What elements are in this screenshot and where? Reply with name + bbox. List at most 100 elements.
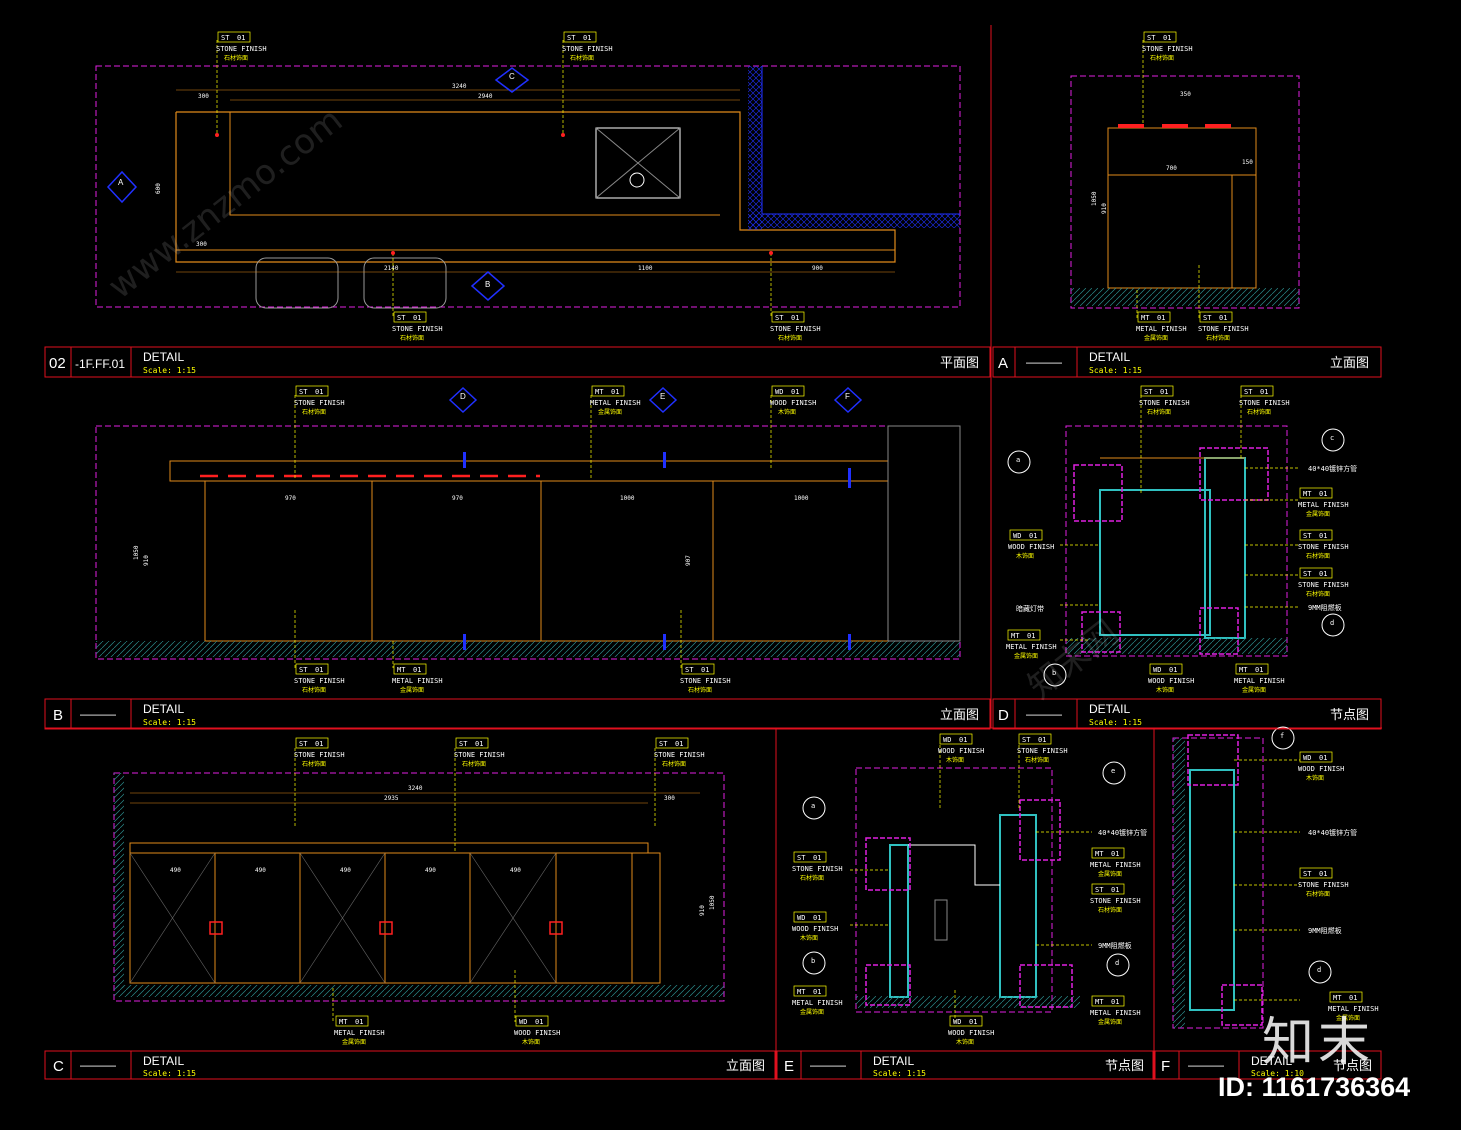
- title-02-code: -1F.FF.01: [75, 357, 125, 371]
- elev-c-dim-c1: 490: [170, 867, 181, 874]
- material-tag-code: MT: [1095, 998, 1104, 1006]
- title-a-scale: Scale: 1:15: [1089, 366, 1142, 375]
- material-tag-code: ST: [797, 854, 806, 862]
- elev-c-dim-1: 3240: [408, 785, 423, 792]
- material-tag-cn: 石材饰面: [400, 334, 424, 342]
- material-tag-num: 01: [413, 666, 421, 674]
- material-tag-en: STONE FINISH: [1090, 897, 1141, 905]
- material-tag-code: MT: [797, 988, 806, 996]
- material-tag-cn: 石材饰面: [1150, 54, 1174, 62]
- material-tag-num: 01: [413, 314, 421, 322]
- material-tag-num: 01: [1349, 994, 1357, 1002]
- node-e-note-tube: 40*40镀锌方管: [1098, 828, 1147, 837]
- material-tag-cn: 木饰面: [946, 756, 964, 764]
- title-a-code: ———: [1026, 355, 1062, 369]
- material-tag-num: 01: [1319, 532, 1327, 540]
- plan-dim-4: 2140: [384, 265, 399, 272]
- title-d-code: ———: [1026, 707, 1062, 721]
- material-tag-code: ST: [659, 740, 668, 748]
- title-e-code: ———: [810, 1058, 846, 1072]
- material-tag-code: WD: [1013, 532, 1021, 540]
- node-d-ref-b: b: [1052, 669, 1056, 677]
- section-dividers: [45, 25, 1382, 1080]
- material-tag-code: MT: [1303, 490, 1312, 498]
- title-d-type: 节点图: [1330, 708, 1369, 723]
- material-tag-cn: 石材饰面: [302, 760, 326, 768]
- material-tag-num: 01: [1160, 388, 1168, 396]
- material-tag-num: 01: [1319, 490, 1327, 498]
- material-tag-en: STONE FINISH: [1239, 399, 1290, 407]
- material-tag-cn: 金属饰面: [1336, 1014, 1360, 1022]
- material-tag-code: ST: [1022, 736, 1031, 744]
- material-tag-num: 01: [611, 388, 619, 396]
- elev-c-dim-c2: 490: [255, 867, 266, 874]
- material-tag-num: 01: [959, 736, 967, 744]
- material-tag-num: 01: [701, 666, 709, 674]
- node-d-note-tube: 40*40镀锌方管: [1308, 464, 1357, 473]
- material-tag-code: WD: [1303, 754, 1311, 762]
- material-tag-code: WD: [519, 1018, 527, 1026]
- material-tag-cn: 木饰面: [522, 1038, 540, 1046]
- title-b-scale: Scale: 1:15: [143, 718, 196, 727]
- node-d-note-board: 9MM阻燃板: [1308, 603, 1342, 612]
- material-tag-num: 01: [1111, 850, 1119, 858]
- material-tag-num: 01: [969, 1018, 977, 1026]
- node-e-ref-a: a: [811, 802, 815, 810]
- plan-dim-6: 900: [812, 265, 823, 272]
- material-tag-en: METAL FINISH: [1136, 325, 1187, 333]
- material-tag-en: METAL FINISH: [1090, 1009, 1141, 1017]
- elev-b-dim-6: 910: [143, 555, 150, 566]
- title-d-detail: DETAIL: [1089, 702, 1130, 716]
- title-c-detail: DETAIL: [143, 1054, 184, 1068]
- title-a-type: 立面图: [1330, 356, 1369, 371]
- title-b-detail: DETAIL: [143, 702, 184, 716]
- material-tag-code: MT: [1141, 314, 1150, 322]
- elev-a-dim-4: 1050: [1091, 191, 1098, 206]
- material-tag-code: ST: [567, 34, 576, 42]
- material-tag-en: METAL FINISH: [392, 677, 443, 685]
- elevation-c: 3240 2935 300 490 490 490 490 490 1050 9…: [113, 748, 725, 1022]
- material-tag-en: STONE FINISH: [562, 45, 613, 53]
- material-tag-code: ST: [221, 34, 230, 42]
- material-tag-en: WOOD FINISH: [1148, 677, 1194, 685]
- material-tag-cn: 石材饰面: [224, 54, 248, 62]
- elev-c-dim-h1: 1050: [709, 895, 716, 910]
- plan-view: 3240 2940 300 2140 1100 900 300 600 A C …: [95, 40, 961, 318]
- marker-F: F: [845, 392, 850, 401]
- material-tag-num: 01: [1111, 998, 1119, 1006]
- material-tag-num: 01: [1111, 886, 1119, 894]
- material-tag-code: ST: [1203, 314, 1212, 322]
- elev-a-dim-1: 350: [1180, 91, 1191, 98]
- material-tag-code: WD: [1153, 666, 1161, 674]
- material-tag-num: 01: [813, 988, 821, 996]
- elev-c-dim-c5: 490: [510, 867, 521, 874]
- material-tag-cn: 石材饰面: [1206, 334, 1230, 342]
- elev-c-dim-c3: 490: [340, 867, 351, 874]
- material-tag-en: WOOD FINISH: [938, 747, 984, 755]
- material-tag-cn: 石材饰面: [1306, 590, 1330, 598]
- material-tag-en: STONE FINISH: [654, 751, 705, 759]
- title-d-id: D: [998, 707, 1009, 724]
- material-tag-en: METAL FINISH: [792, 999, 843, 1007]
- node-e: 40*40镀锌方管 9MM阻燃板 a b e d: [802, 745, 1147, 1022]
- material-tag-cn: 金属饰面: [1144, 334, 1168, 342]
- elevation-b: 970 970 1000 1000 1050 910 907 D E F: [95, 386, 961, 668]
- title-a-detail: DETAIL: [1089, 350, 1130, 364]
- elev-c-dim-h2: 910: [699, 905, 706, 916]
- material-tag-num: 01: [1038, 736, 1046, 744]
